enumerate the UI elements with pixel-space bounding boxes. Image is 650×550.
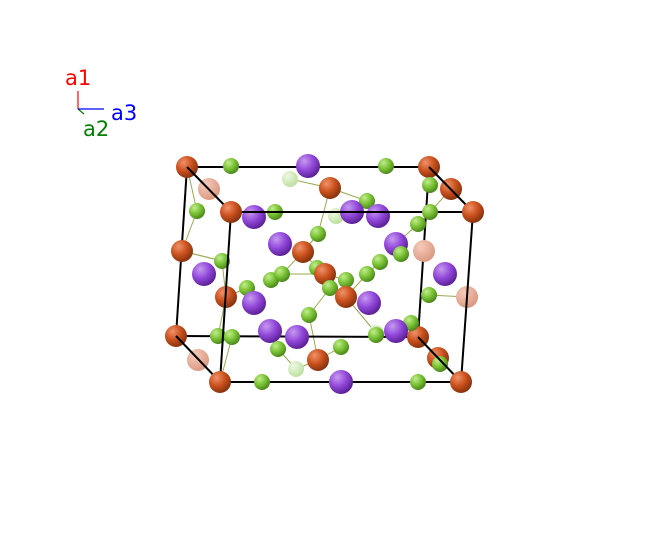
orange-atom[interactable] (335, 286, 357, 308)
orange-atom[interactable] (292, 241, 314, 263)
green-atom[interactable] (378, 158, 394, 174)
green-atom[interactable] (393, 246, 409, 262)
purple-atom[interactable] (366, 204, 390, 228)
green-atom[interactable] (333, 339, 349, 355)
green-atom[interactable] (189, 203, 205, 219)
green-atom[interactable] (338, 272, 354, 288)
purple-atom[interactable] (384, 319, 408, 343)
green-atom[interactable] (224, 329, 240, 345)
purple-atom[interactable] (285, 325, 309, 349)
purple-atom[interactable] (192, 262, 216, 286)
green-atom[interactable] (322, 280, 338, 296)
purple-atom[interactable] (258, 319, 282, 343)
axis-a1-label: a1 (65, 66, 91, 90)
orange-atom[interactable] (209, 371, 231, 393)
green-atom[interactable] (422, 204, 438, 220)
orange-atom[interactable] (462, 201, 484, 223)
purple-atom[interactable] (242, 205, 266, 229)
orange-atom[interactable] (171, 240, 193, 262)
purple-atom[interactable] (242, 291, 266, 315)
axis-triad: a1 a2 a3 (65, 66, 137, 141)
green-atom[interactable] (410, 374, 426, 390)
green-atom[interactable] (432, 356, 448, 372)
green-atom[interactable] (421, 287, 437, 303)
purple-atom[interactable] (329, 370, 353, 394)
green-atom[interactable] (223, 158, 239, 174)
axis-a2-label: a2 (83, 117, 109, 141)
green-atom[interactable] (274, 266, 290, 282)
green-atom[interactable] (310, 226, 326, 242)
cell-edge (460, 211, 474, 383)
green-atom[interactable] (254, 374, 270, 390)
purple-atom[interactable] (433, 262, 457, 286)
purple-atom[interactable] (357, 291, 381, 315)
green-atom[interactable] (214, 253, 230, 269)
cell-edge (219, 211, 232, 383)
orange-atom[interactable] (314, 263, 336, 285)
green-atom[interactable] (301, 307, 317, 323)
green-atom[interactable] (368, 327, 384, 343)
green-atom[interactable] (410, 216, 426, 232)
orange-atom[interactable] (413, 240, 435, 262)
orange-atom[interactable] (220, 201, 242, 223)
green-atom[interactable] (270, 341, 286, 357)
front-atom-group (209, 201, 484, 394)
atom-group (165, 154, 478, 377)
purple-atom[interactable] (296, 154, 320, 178)
green-atom[interactable] (282, 171, 298, 187)
orange-atom[interactable] (450, 371, 472, 393)
green-atom[interactable] (359, 266, 375, 282)
green-atom[interactable] (359, 193, 375, 209)
orange-atom[interactable] (307, 349, 329, 371)
axis-a2-line (77, 108, 85, 115)
orange-atom[interactable] (319, 177, 341, 199)
green-atom[interactable] (288, 361, 304, 377)
green-atom[interactable] (372, 254, 388, 270)
purple-atom[interactable] (268, 232, 292, 256)
green-atom[interactable] (422, 177, 438, 193)
axis-a3-label: a3 (111, 101, 137, 125)
